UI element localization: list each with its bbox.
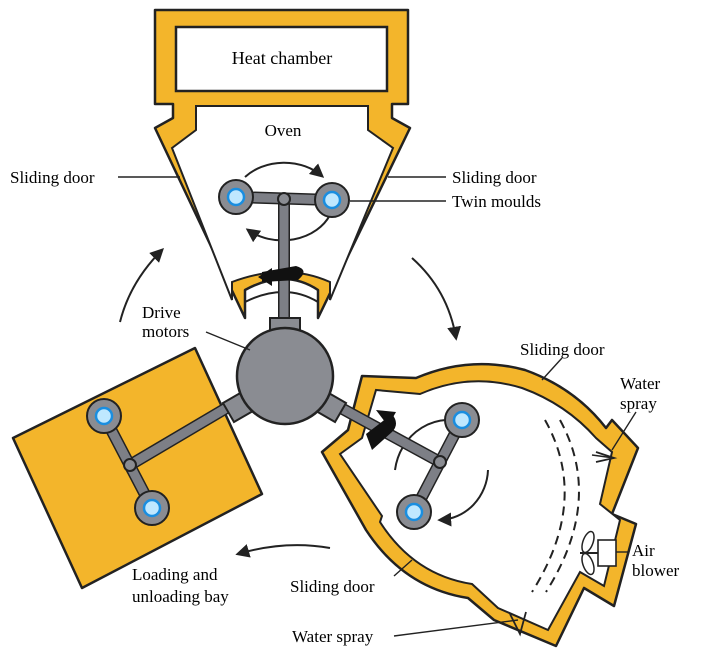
air-blower-label-2: blower [632, 561, 680, 580]
sliding-door-label-left: Sliding door [10, 168, 95, 187]
drive-motors-label-2: motors [142, 322, 189, 341]
oven-rotation-arrow-lower [245, 214, 331, 243]
water-spray-label-bottom: Water spray [292, 627, 374, 646]
travel-arrow-to-oven [119, 248, 164, 323]
sliding-door-label-cooling-top: Sliding door [520, 340, 605, 359]
loading-bay-label-2: unloading bay [132, 587, 229, 606]
mould-loading-top [86, 398, 122, 434]
mould-loading-bottom [134, 490, 170, 526]
mould-oven-left [218, 179, 254, 215]
heat-chamber-label: Heat chamber [232, 48, 332, 68]
sliding-door-label-cooling-bottom: Sliding door [290, 577, 375, 596]
loading-bay-label-1: Loading and [132, 565, 218, 584]
water-spray-label-top-1: Water [620, 374, 660, 393]
mould-cooling-top [444, 402, 480, 438]
drive-motor-hub [235, 326, 335, 426]
oven-rotation-arrow [244, 161, 325, 178]
drive-motors-label-1: Drive [142, 303, 181, 322]
shaft-rotation-icon [262, 266, 304, 282]
mould-oven-right [314, 182, 350, 218]
sliding-door-label-right: Sliding door [452, 168, 537, 187]
water-spray-label-top-2: spray [620, 394, 657, 413]
travel-arrow-to-loading [235, 544, 331, 558]
twin-moulds-label: Twin moulds [452, 192, 541, 211]
oven-station: Heat chamber Oven [153, 8, 412, 320]
air-blower-label-1: Air [632, 541, 655, 560]
travel-arrow-to-cooling [411, 257, 462, 341]
air-blower-fan-icon [580, 530, 617, 576]
oven-label: Oven [265, 121, 302, 140]
cooling-station [320, 362, 640, 648]
heat-chamber-box [174, 25, 389, 93]
cooling-rotation-arrow-lower [437, 469, 489, 527]
mould-cooling-bottom [396, 494, 432, 530]
